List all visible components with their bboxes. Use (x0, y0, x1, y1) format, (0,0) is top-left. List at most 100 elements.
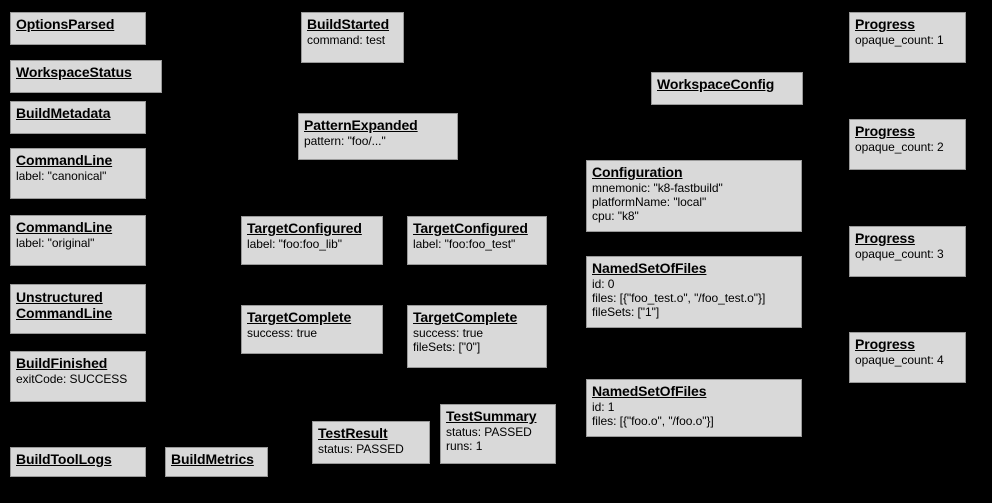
node-title: Progress (855, 337, 960, 352)
node-title: TargetComplete (413, 310, 541, 325)
node-title-line: BuildToolLogs (16, 451, 112, 467)
node-field: files: [{"foo.o", "/foo.o"}] (592, 414, 714, 428)
node-title: BuildMetadata (16, 106, 140, 121)
node-title-line: WorkspaceStatus (16, 64, 132, 80)
node-title: TargetConfigured (413, 221, 541, 236)
node-title-line: TestSummary (446, 408, 537, 424)
node-title: CommandLine (16, 220, 140, 235)
node-title: TestSummary (446, 409, 550, 424)
node-title: BuildMetrics (171, 452, 262, 467)
node-title-line: BuildFinished (16, 355, 108, 371)
node-field: opaque_count: 1 (855, 33, 944, 47)
node-title-line: CommandLine (16, 305, 113, 321)
node-title-line: PatternExpanded (304, 117, 418, 133)
node-title-line: BuildMetadata (16, 105, 111, 121)
node-title: TargetComplete (247, 310, 377, 325)
node-field: files: [{"foo_test.o", "/foo_test.o"}] (592, 291, 766, 305)
node-workspace-config[interactable]: WorkspaceConfig (651, 72, 803, 105)
node-field: success: true (413, 326, 484, 340)
node-field: runs: 1 (446, 439, 483, 453)
node-field-list: status: PASSED (318, 442, 424, 456)
node-field: success: true (247, 326, 318, 340)
node-field: status: PASSED (446, 425, 532, 439)
node-field: opaque_count: 4 (855, 353, 944, 367)
node-title: BuildStarted (307, 17, 398, 32)
node-field-list: opaque_count: 1 (855, 33, 960, 47)
node-title: Progress (855, 17, 960, 32)
node-title-line: TargetConfigured (247, 220, 362, 236)
node-field: fileSets: ["0"] (413, 340, 481, 354)
node-title: BuildToolLogs (16, 452, 140, 467)
node-title-line: Progress (855, 123, 915, 139)
node-workspace-status[interactable]: WorkspaceStatus (10, 60, 162, 93)
node-title-line: Progress (855, 336, 915, 352)
node-title: Configuration (592, 165, 796, 180)
node-field: platformName: "local" (592, 195, 707, 209)
node-build-metadata[interactable]: BuildMetadata (10, 101, 146, 134)
node-title-line: TargetConfigured (413, 220, 528, 236)
node-title: TargetConfigured (247, 221, 377, 236)
node-field: label: "canonical" (16, 169, 107, 183)
node-title-line: TargetComplete (247, 309, 352, 325)
node-field: id: 1 (592, 400, 615, 414)
node-field-list: label: "original" (16, 236, 140, 250)
node-title-line: WorkspaceConfig (657, 76, 775, 92)
node-field: status: PASSED (318, 442, 404, 456)
node-title-line: Configuration (592, 164, 683, 180)
node-title-line: Progress (855, 230, 915, 246)
node-title-line: Unstructured (16, 289, 103, 305)
node-field: opaque_count: 2 (855, 140, 944, 154)
node-field-list: opaque_count: 3 (855, 247, 960, 261)
node-field-list: label: "canonical" (16, 169, 140, 183)
node-field: id: 0 (592, 277, 615, 291)
node-title: TestResult (318, 426, 424, 441)
node-field: exitCode: SUCCESS (16, 372, 128, 386)
node-title-line: NamedSetOfFiles (592, 383, 707, 399)
node-field: command: test (307, 33, 386, 47)
node-field: pattern: "foo/..." (304, 134, 386, 148)
node-title: BuildFinished (16, 356, 140, 371)
node-build-tool-logs[interactable]: BuildToolLogs (10, 447, 146, 477)
node-field: label: "original" (16, 236, 95, 250)
node-title: NamedSetOfFiles (592, 384, 796, 399)
node-field: fileSets: ["1"] (592, 305, 660, 319)
node-title-line: BuildStarted (307, 16, 390, 32)
node-title-line: BuildMetrics (171, 451, 254, 467)
node-title: OptionsParsed (16, 17, 140, 32)
node-title-line: TargetComplete (413, 309, 518, 325)
node-title: WorkspaceStatus (16, 65, 156, 80)
node-title-line: NamedSetOfFiles (592, 260, 707, 276)
node-title: PatternExpanded (304, 118, 452, 133)
node-field: cpu: "k8" (592, 209, 639, 223)
node-title: CommandLine (16, 153, 140, 168)
node-title: WorkspaceConfig (657, 77, 797, 92)
node-options-parsed[interactable]: OptionsParsed (10, 12, 146, 45)
node-title: Progress (855, 231, 960, 246)
node-field-list: mnemonic: "k8-fastbuild"platformName: "l… (592, 181, 796, 223)
node-field-list: opaque_count: 2 (855, 140, 960, 154)
node-build-metrics[interactable]: BuildMetrics (165, 447, 268, 477)
